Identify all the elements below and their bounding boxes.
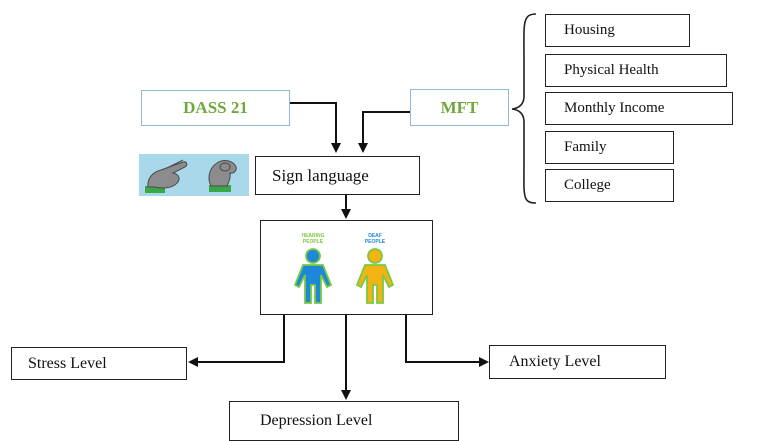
people-figures [293,248,395,304]
stress-arrow [188,315,285,367]
factor-family-label: Family [564,139,607,155]
anxiety-level-box: Anxiety Level [489,345,666,379]
factor-college-label: College [564,177,611,193]
factor-monthly-income-box: Monthly Income [545,92,733,125]
factor-college-box: College [545,169,674,202]
dass21-box: DASS 21 [141,90,290,126]
stress-level-label: Stress Level [28,354,107,372]
stress-level-box: Stress Level [11,347,187,380]
sign-language-box: Sign language [255,156,420,195]
hearing-person-icon [293,248,333,304]
factor-family-box: Family [545,131,674,164]
dass-arrow [290,102,341,153]
anxiety-arrow [405,315,489,367]
factors-brace [511,13,537,204]
factor-physical-health-label: Physical Health [564,62,659,78]
factor-monthly-income-label: Monthly Income [564,100,665,116]
factor-housing-box: Housing [545,14,690,47]
mft-arrow [358,111,410,153]
mft-label: MFT [440,97,479,117]
deaf-person-icon [355,248,395,304]
anxiety-level-label: Anxiety Level [509,353,601,370]
depression-level-box: Depression Level [229,401,459,441]
depression-level-label: Depression Level [260,412,373,429]
mft-box: MFT [410,89,509,126]
factor-physical-health-box: Physical Health [545,54,727,87]
sign-hands-icon [145,159,237,193]
factor-housing-label: Housing [564,22,615,38]
sign-hands-image [139,154,249,196]
sign-language-label: Sign language [272,165,369,185]
dass21-label: DASS 21 [183,98,248,117]
